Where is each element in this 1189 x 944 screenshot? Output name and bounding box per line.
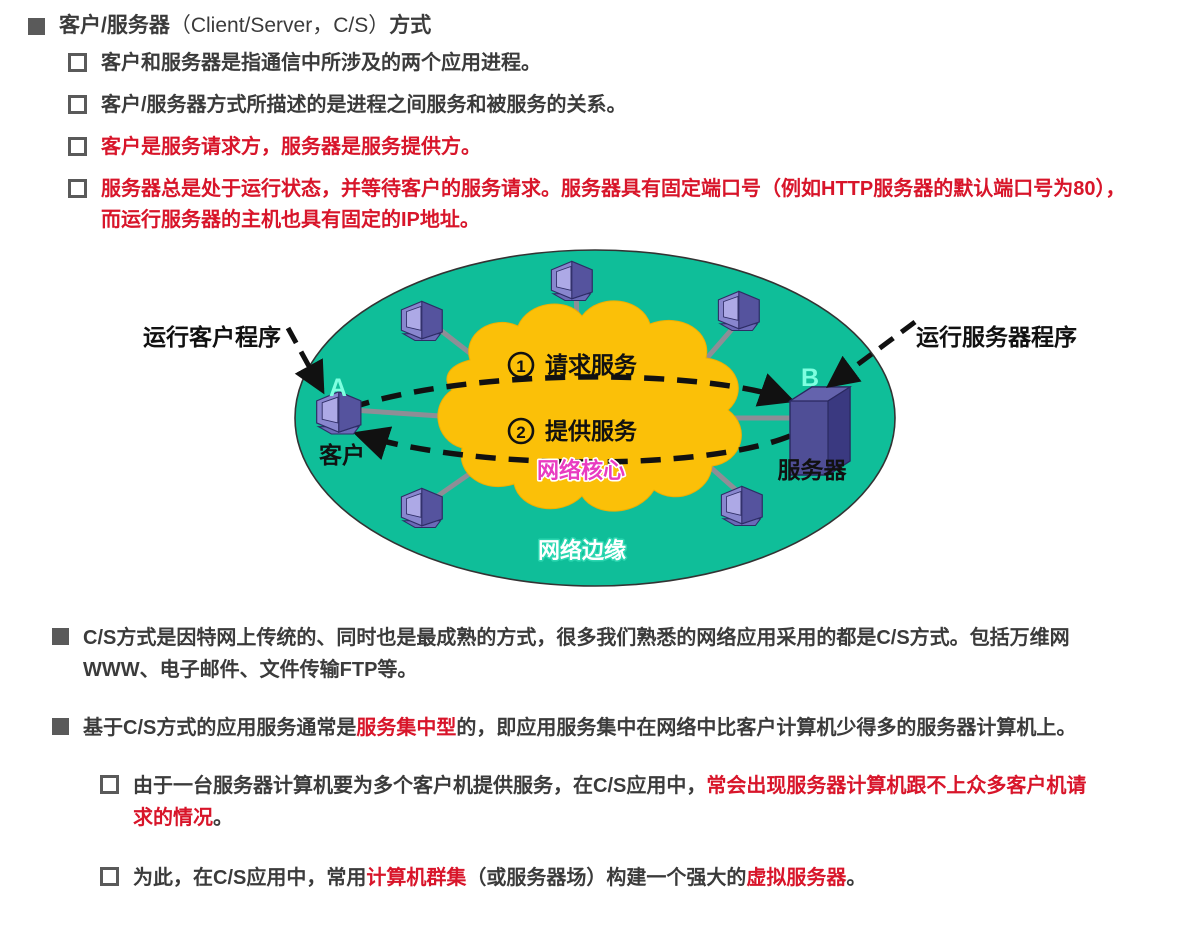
host-icon	[400, 487, 443, 529]
text-run: C/S方式是因特网上传统的、同时也是最成熟的方式，很多我们熟悉的网络应用采用的都…	[83, 627, 1070, 681]
text-run: （或服务器场）构建一个强大的	[466, 867, 747, 889]
bullet-rich-text: C/S方式是因特网上传统的、同时也是最成熟的方式，很多我们熟悉的网络应用采用的都…	[83, 622, 1103, 686]
text-run: 的，即应用服务集中在网络中比客户计算机少得多的服务器计算机上。	[456, 717, 1077, 739]
client-server-diagram: 1 2 运行客户程序 运行服务器程序 A B 客户 服务器 请求服务 提供服务 …	[0, 240, 1189, 610]
text-run: 虚拟服务器	[746, 867, 847, 889]
network-core-label: 网络核心	[537, 458, 625, 483]
heading-paren: （Client/Server，C/S）	[169, 14, 390, 37]
heading-main: 客户/服务器	[59, 14, 170, 37]
node-a-letter: A	[329, 374, 347, 402]
page-title: 客户/服务器（Client/Server，C/S）方式	[59, 12, 431, 40]
flow-2-label: 提供服务	[545, 418, 638, 444]
bullet-text: 客户是服务请求方，服务器是服务提供方。	[101, 136, 481, 159]
text-run: 基于C/S方式的应用服务通常是	[83, 717, 357, 739]
client-callout-arrow	[285, 326, 325, 395]
callout-label-right: 运行服务器程序	[916, 324, 1077, 350]
list-item: 服务器总是处于运行状态，并等待客户的服务请求。服务器具有固定端口号（例如HTTP…	[68, 174, 1168, 236]
host-icon	[550, 260, 593, 302]
hollow-square-bullet-icon	[68, 53, 87, 73]
heading-row: 客户/服务器（Client/Server，C/S）方式	[28, 12, 1168, 40]
list-item: 由于一台服务器计算机要为多个客户机提供服务，在C/S应用中，常会出现服务器计算机…	[100, 770, 1172, 834]
bullet-text: 客户和服务器是指通信中所涉及的两个应用进程。	[101, 52, 541, 75]
svg-text:1: 1	[516, 357, 525, 376]
provide-flow-arrow	[352, 426, 792, 465]
hollow-square-bullet-icon	[100, 867, 119, 886]
list-item: 客户是服务请求方，服务器是服务提供方。	[68, 132, 1168, 162]
bullet-rich-text: 为此，在C/S应用中，常用计算机群集（或服务器场）构建一个强大的虚拟服务器。	[133, 862, 1103, 894]
hollow-square-bullet-icon	[68, 137, 87, 157]
heading-tail: 方式	[389, 14, 432, 37]
hollow-square-bullet-icon	[68, 95, 87, 115]
bullet-rich-text: 基于C/S方式的应用服务通常是服务集中型的，即应用服务集中在网络中比客户计算机少…	[83, 712, 1103, 744]
filled-square-bullet-icon	[28, 18, 45, 35]
list-item: 客户和服务器是指通信中所涉及的两个应用进程。	[68, 48, 1168, 78]
flow-1-label: 请求服务	[545, 352, 638, 378]
node-b-letter: B	[801, 364, 819, 392]
filled-square-bullet-icon	[52, 628, 69, 645]
bottom-text-block: C/S方式是因特网上传统的、同时也是最成熟的方式，很多我们熟悉的网络应用采用的都…	[52, 622, 1172, 922]
bullet-text: 服务器总是处于运行状态，并等待客户的服务请求。服务器具有固定端口号（例如HTTP…	[101, 178, 1126, 232]
callout-label-left: 运行客户程序	[143, 324, 281, 350]
svg-text:2: 2	[516, 423, 525, 442]
top-text-block: 客户/服务器（Client/Server，C/S）方式 客户和服务器是指通信中所…	[28, 12, 1168, 248]
text-run: 由于一台服务器计算机要为多个客户机提供服务，在C/S应用中，	[133, 775, 707, 797]
node-b-label: 服务器	[778, 457, 848, 483]
host-icon	[720, 485, 763, 527]
list-item: 客户/服务器方式所描述的是进程之间服务和被服务的关系。	[68, 90, 1168, 120]
filled-square-bullet-icon	[52, 718, 69, 735]
hollow-square-bullet-icon	[68, 179, 87, 199]
flow-1-badge: 1	[507, 351, 535, 379]
server-callout-arrow	[825, 319, 917, 388]
host-icon	[400, 300, 443, 342]
text-run: 为此，在C/S应用中，常用	[133, 867, 367, 889]
client-host-icon	[316, 390, 362, 435]
list-item: C/S方式是因特网上传统的、同时也是最成熟的方式，很多我们熟悉的网络应用采用的都…	[52, 622, 1172, 686]
bottom-sub-list: 由于一台服务器计算机要为多个客户机提供服务，在C/S应用中，常会出现服务器计算机…	[100, 770, 1172, 894]
text-run: 计算机群集	[366, 867, 467, 889]
host-icon	[717, 290, 760, 332]
text-run: 常会出现服务器计算机跟不上众多客户机请求的情况	[133, 775, 1087, 829]
bullet-rich-text: 由于一台服务器计算机要为多个客户机提供服务，在C/S应用中，常会出现服务器计算机…	[133, 770, 1103, 834]
list-item: 为此，在C/S应用中，常用计算机群集（或服务器场）构建一个强大的虚拟服务器。	[100, 862, 1172, 894]
top-bullet-list: 客户和服务器是指通信中所涉及的两个应用进程。 客户/服务器方式所描述的是进程之间…	[68, 48, 1168, 236]
flow-2-badge: 2	[507, 417, 535, 445]
text-run: 。	[846, 867, 867, 889]
text-run: 。	[213, 807, 233, 829]
network-edge-label: 网络边缘	[538, 538, 626, 563]
bullet-text: 客户/服务器方式所描述的是进程之间服务和被服务的关系。	[101, 94, 627, 117]
text-run: 服务集中型	[356, 717, 457, 739]
node-a-label: 客户	[319, 442, 365, 468]
request-flow-arrow	[349, 373, 796, 411]
hollow-square-bullet-icon	[100, 775, 119, 794]
list-item: 基于C/S方式的应用服务通常是服务集中型的，即应用服务集中在网络中比客户计算机少…	[52, 712, 1172, 744]
